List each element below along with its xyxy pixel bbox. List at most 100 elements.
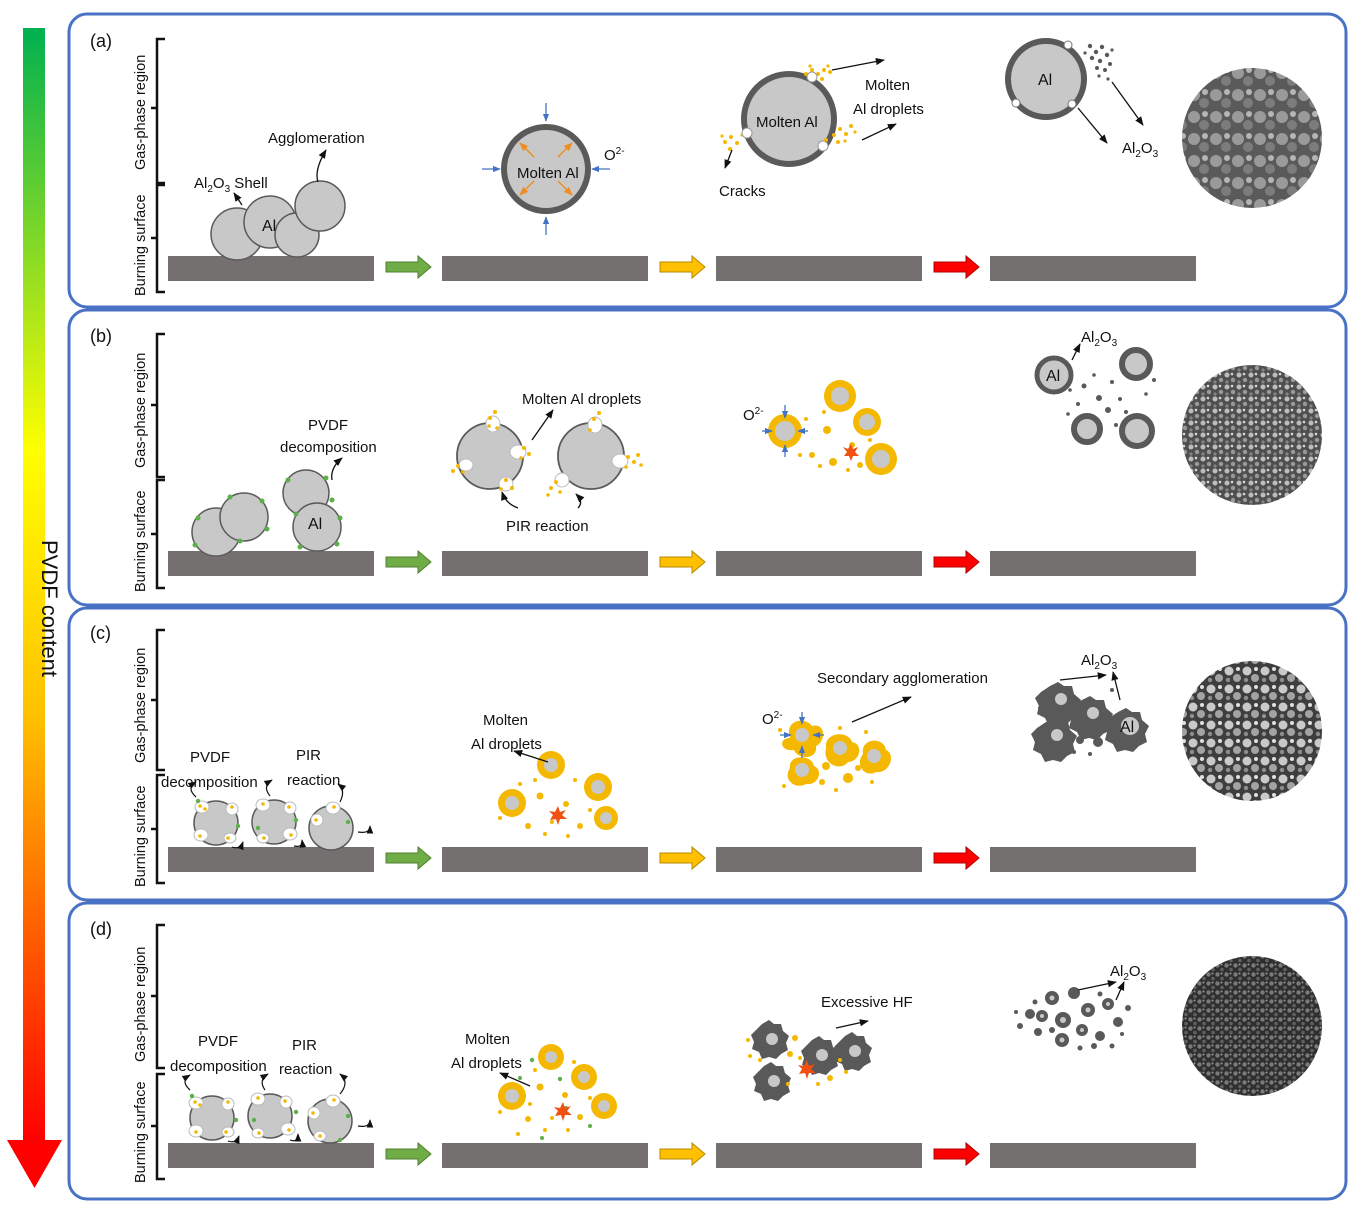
panel-c-droplets-line1: Molten xyxy=(483,712,528,729)
panel-a-molten-al-label: Molten Al xyxy=(517,165,579,182)
panel-a-surface-label: Burning surface xyxy=(133,194,149,296)
panel-c-region-axis xyxy=(151,628,165,885)
panel-a-shell-label: Al2O3 Shell xyxy=(194,175,268,195)
panel-b-o2-label: O2- xyxy=(743,406,764,424)
panel-c-al-particle-label: Al xyxy=(1120,719,1134,736)
panel-a-agglomerate xyxy=(210,180,346,261)
stage-arrow-yellow-d xyxy=(659,1141,706,1167)
panel-c-al-particles xyxy=(193,798,354,851)
panel-a-region-axis xyxy=(151,37,165,294)
panel-d-curl-arrows xyxy=(181,1073,374,1145)
panel-c-surface-bars xyxy=(168,847,1196,872)
panel-a-surface-bars xyxy=(168,256,1196,281)
panel-d-hf-label: Excessive HF xyxy=(821,994,913,1011)
panel-c-o2-label: O2- xyxy=(762,710,783,728)
panel-b-frame xyxy=(67,308,1348,607)
panel-b-droplets-label: Molten Al droplets xyxy=(522,391,641,408)
pvdf-content-arrow: PVDF content xyxy=(7,28,62,1188)
panel-a-al-particle-label: Al xyxy=(1038,72,1052,89)
panel-c-pvdf-line1: PVDF xyxy=(190,749,230,766)
panel-a-sem-image xyxy=(1182,68,1322,208)
panel-d-pvdf-line1: PVDF xyxy=(198,1033,238,1050)
panel-c-gas-label: Gas-phase region xyxy=(133,648,149,763)
panel-a-droplets-line2: Al droplets xyxy=(853,101,924,118)
panel-c-curl-arrows xyxy=(187,779,374,851)
panel-d-droplets xyxy=(498,1044,617,1140)
panel-b-pvdf-dots xyxy=(192,475,343,550)
stage-arrow-green-d xyxy=(385,1141,432,1167)
panel-b-pvdf-line1: PVDF xyxy=(308,417,348,434)
stage-arrow-green-a xyxy=(385,254,432,280)
panel-d-al-particles xyxy=(188,1092,353,1144)
panel-b-surface-label: Burning surface xyxy=(133,490,149,592)
panel-b-droplet-cluster xyxy=(762,380,897,475)
panel-b-region-axis xyxy=(151,332,165,590)
panel-a-gas-label: Gas-phase region xyxy=(133,55,149,170)
panel-b-pir-label: PIR reaction xyxy=(506,518,589,535)
panel-b-sem-image xyxy=(1182,365,1322,505)
stage-arrow-yellow-b xyxy=(659,549,706,575)
panel-d-surface-label: Burning surface xyxy=(133,1081,149,1183)
panel-b-al2o3-label: Al2O3 xyxy=(1081,329,1118,349)
panel-c-frame xyxy=(67,606,1348,902)
stage-arrow-red-a xyxy=(933,254,980,280)
panel-d-droplets-line1: Molten xyxy=(465,1031,510,1048)
panel-d-pir-line1: PIR xyxy=(292,1037,317,1054)
panel-c-pir-line1: PIR xyxy=(296,747,321,764)
panel-d-frame xyxy=(67,901,1348,1201)
panel-a-oxidized-particle xyxy=(1005,38,1114,120)
panel-b-al-particle-label: Al xyxy=(1046,368,1060,385)
panel-d-surface-bars xyxy=(168,1143,1196,1168)
panel-c-agglomerate-cores xyxy=(795,728,881,777)
panel-d-region-axis xyxy=(151,923,165,1181)
panel-a-o2-label: O2- xyxy=(604,146,625,164)
stage-arrow-yellow-a xyxy=(659,254,706,280)
stage-arrows xyxy=(385,254,980,1167)
panel-a-al-label: Al xyxy=(262,218,276,235)
panel-b-tag: (b) xyxy=(90,326,112,346)
panel-a-al2o3-label: Al2O3 xyxy=(1122,140,1159,160)
panel-d-droplets-line2: Al droplets xyxy=(451,1055,522,1072)
panel-b-al-particles xyxy=(191,469,342,557)
panel-c-surface-label: Burning surface xyxy=(133,785,149,887)
stage-arrow-red-b xyxy=(933,549,980,575)
pvdf-content-label: PVDF content xyxy=(37,540,62,677)
panel-a-cracked-particle xyxy=(720,64,857,167)
panel-c-tag: (c) xyxy=(90,623,111,643)
panel-b-al-label: Al xyxy=(308,516,322,533)
panel-a-frame xyxy=(67,12,1348,309)
panel-a-droplets-line1: Molten xyxy=(865,77,910,94)
panel-d-al2o3-label: Al2O3 xyxy=(1110,963,1147,983)
panel-d-oxide-cloud xyxy=(1014,987,1131,1051)
panel-d-gas-label: Gas-phase region xyxy=(133,947,149,1062)
panel-b-pvdf-line2: decomposition xyxy=(280,439,377,456)
panel-a-cracks-label: Cracks xyxy=(719,183,766,200)
panel-b-surface-bars xyxy=(168,551,1196,576)
panel-c-oxide-cores xyxy=(1051,693,1139,741)
stage-arrow-yellow-c xyxy=(659,845,706,871)
panel-c-o2-arrows xyxy=(780,712,824,758)
stage-arrow-red-d xyxy=(933,1141,980,1167)
panel-c-droplets xyxy=(498,751,618,838)
panel-c-al2o3-label: Al2O3 xyxy=(1081,652,1118,672)
panel-b-burning-particles xyxy=(451,410,643,497)
panel-b-oxide-particles xyxy=(1034,347,1156,449)
panel-a-agglomeration-label: Agglomeration xyxy=(268,130,365,147)
panel-a-molten-al-2-label: Molten Al xyxy=(756,114,818,131)
panel-d-pir-line2: reaction xyxy=(279,1061,332,1078)
panel-c-pvdf-line2: decomposition xyxy=(161,774,258,791)
panel-c-pir-line2: reaction xyxy=(287,772,340,789)
panel-c-secondary-label: Secondary agglomeration xyxy=(817,670,988,687)
panel-d-sem-image xyxy=(1182,956,1322,1096)
panel-c-droplets-line2: Al droplets xyxy=(471,736,542,753)
panel-c-sem-image xyxy=(1182,661,1322,801)
panel-d-hf-particles xyxy=(746,1020,872,1101)
panel-a-molten-particle xyxy=(482,103,610,235)
panel-d-pvdf-line2: decomposition xyxy=(170,1058,267,1075)
panel-b-gas-label: Gas-phase region xyxy=(133,353,149,468)
panel-d-tag: (d) xyxy=(90,919,112,939)
stage-arrow-green-b xyxy=(385,549,432,575)
stage-arrow-green-c xyxy=(385,845,432,871)
panel-a-tag: (a) xyxy=(90,31,112,51)
